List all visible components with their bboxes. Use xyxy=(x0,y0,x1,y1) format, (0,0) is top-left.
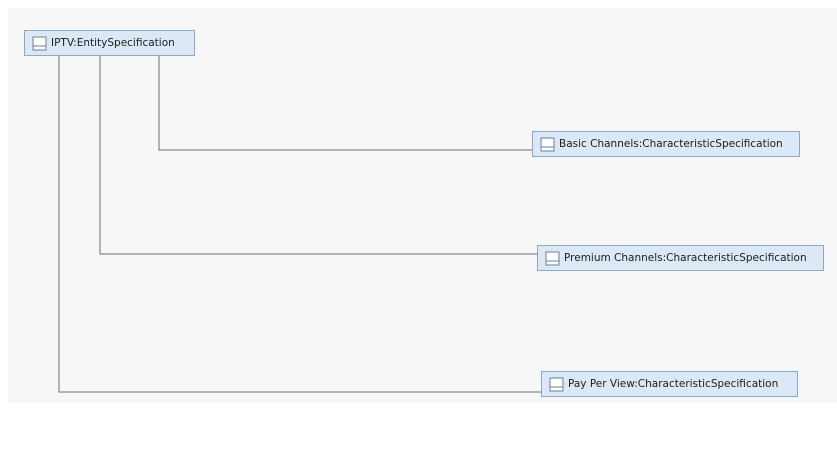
diagram-canvas[interactable] xyxy=(8,8,837,403)
characteristic-node-pay-per-view[interactable]: Pay Per View:CharacteristicSpecification xyxy=(541,371,798,397)
node-label: Premium Channels:CharacteristicSpecifica… xyxy=(564,252,807,264)
characteristic-node-basic-channels[interactable]: Basic Channels:CharacteristicSpecificati… xyxy=(532,131,800,157)
entity-icon xyxy=(545,251,560,265)
characteristic-node-premium-channels[interactable]: Premium Channels:CharacteristicSpecifica… xyxy=(537,245,824,271)
entity-icon xyxy=(540,137,555,151)
entity-node-iptv[interactable]: IPTV:EntitySpecification xyxy=(24,30,195,56)
entity-icon xyxy=(549,377,564,391)
node-label: Basic Channels:CharacteristicSpecificati… xyxy=(559,138,783,150)
node-label: Pay Per View:CharacteristicSpecification xyxy=(568,378,779,390)
node-label: IPTV:EntitySpecification xyxy=(51,37,175,49)
entity-icon xyxy=(32,36,47,50)
